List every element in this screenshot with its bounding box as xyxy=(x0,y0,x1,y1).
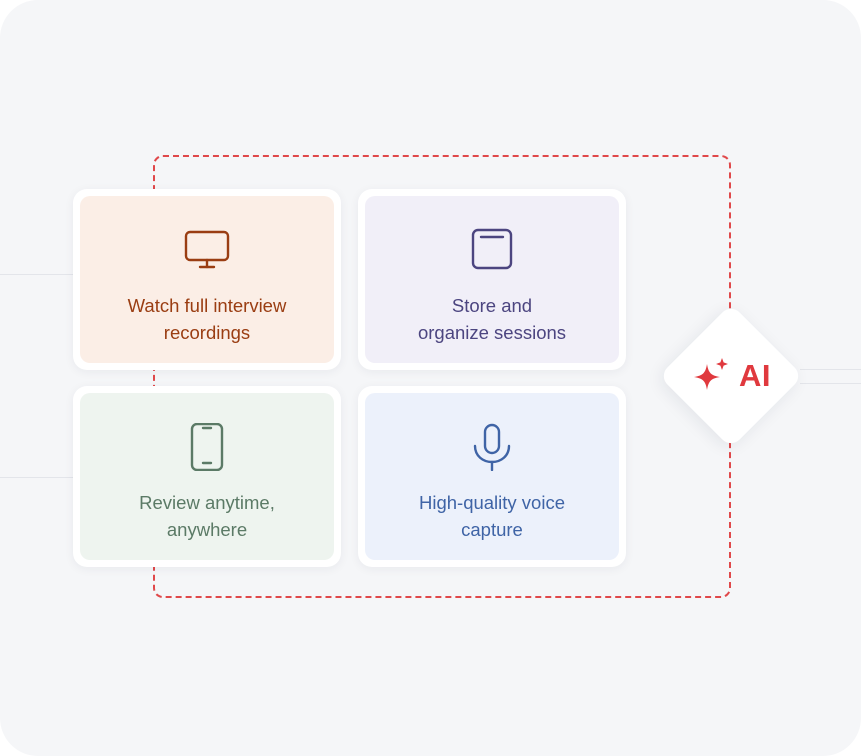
sparkle-icon xyxy=(694,358,728,390)
feature-card-sessions-body: Store and organize sessions xyxy=(365,196,619,363)
window-icon xyxy=(471,228,513,270)
feature-card-sessions-text: Store and organize sessions xyxy=(417,295,567,343)
guide-line-right-bottom xyxy=(800,383,861,384)
ai-badge: AI xyxy=(658,303,804,449)
ai-badge-content: AI xyxy=(658,303,804,449)
feature-card-recordings-text: Watch full interview recordings xyxy=(127,295,287,343)
monitor-icon xyxy=(184,230,230,269)
guide-line-left-bottom xyxy=(0,477,76,478)
guide-line-right-top xyxy=(800,369,861,370)
feature-card-recordings-body: Watch full interview recordings xyxy=(80,196,334,363)
guide-line-left-top xyxy=(0,274,76,275)
ai-badge-label: AI xyxy=(739,358,771,393)
feature-card-anywhere-body: Review anytime, anywhere xyxy=(80,393,334,560)
feature-card-voice: High-quality voice capture xyxy=(358,386,626,567)
smartphone-icon xyxy=(190,423,224,471)
feature-card-anywhere-text: Review anytime, anywhere xyxy=(139,492,275,540)
feature-card-voice-body: High-quality voice capture xyxy=(365,393,619,560)
microphone-icon xyxy=(473,423,511,471)
feature-card-recordings: Watch full interview recordings xyxy=(73,189,341,370)
feature-card-sessions: Store and organize sessions xyxy=(358,189,626,370)
feature-card-anywhere: Review anytime, anywhere xyxy=(73,386,341,567)
feature-card-voice-text: High-quality voice capture xyxy=(418,492,565,540)
